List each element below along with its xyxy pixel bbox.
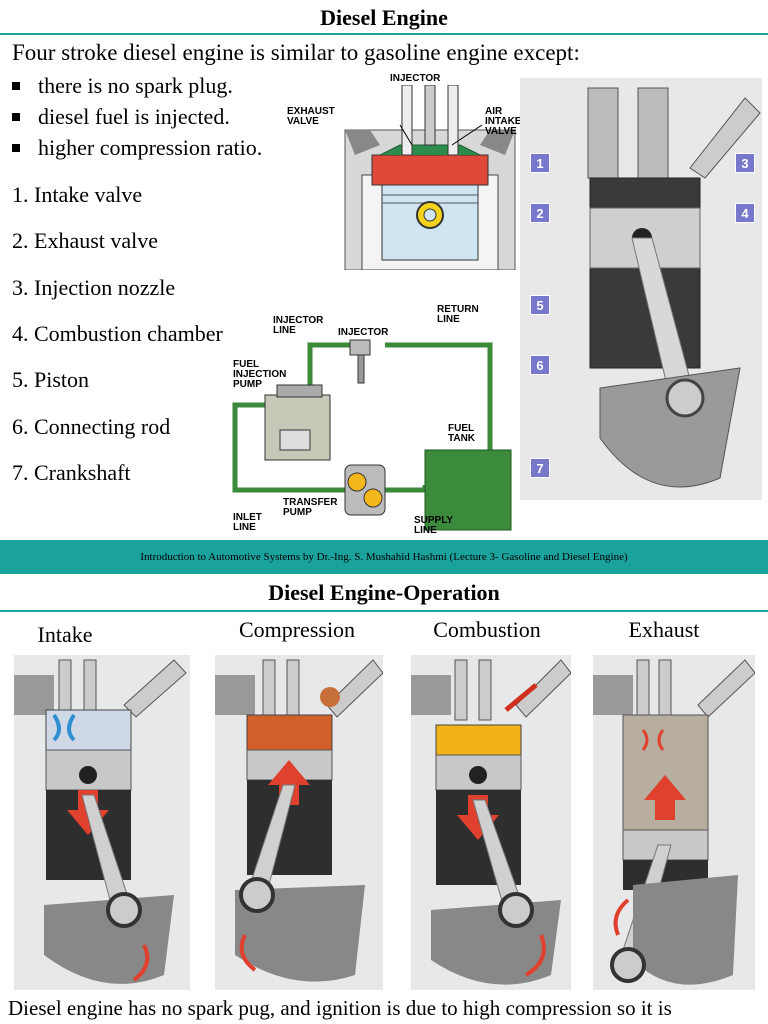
label-fuel-tank: FUEL TANK xyxy=(448,423,476,444)
footer-text: Diesel engine has no spark pug, and igni… xyxy=(8,996,672,1020)
fuel-system-diagram xyxy=(232,339,512,531)
part-item: 5. Piston xyxy=(12,367,90,393)
callout-3: 3 xyxy=(735,153,755,173)
exhaust-stroke-figure xyxy=(593,655,756,990)
stroke-label-combustion: Combustion xyxy=(433,617,541,642)
engine-cutaway-figure: 1 2 3 4 5 6 7 xyxy=(520,78,762,500)
stroke-label-intake: Intake xyxy=(37,622,93,647)
bullet-list: there is no spark plug. diesel fuel is i… xyxy=(12,70,262,163)
combustion-stroke-drawing xyxy=(411,659,572,985)
label-exhaust-valve: EXHAUST VALVE xyxy=(287,106,335,127)
bullet-item: higher compression ratio. xyxy=(12,132,262,163)
label-fuel-injection-pump: FUEL INJECTION PUMP xyxy=(233,359,287,390)
slide-title: Diesel Engine xyxy=(320,5,448,30)
parts-list: 1. Intake valve 2. Exhaust valve 3. Inje… xyxy=(12,172,223,496)
bullet-item: there is no spark plug. xyxy=(12,70,262,101)
label-return-line: RETURN LINE xyxy=(437,304,479,325)
operation-title-rule xyxy=(0,610,768,612)
callout-2: 2 xyxy=(530,203,550,223)
label-injector-top: INJECTOR xyxy=(390,73,441,84)
callout-4: 4 xyxy=(735,203,755,223)
part-item: 2. Exhaust valve xyxy=(12,228,159,254)
label-inlet-line: INLET LINE xyxy=(233,512,262,533)
part-item: 4. Combustion chamber xyxy=(12,321,223,347)
label-injector: INJECTOR xyxy=(338,327,389,338)
cylinder-head-diagram xyxy=(344,85,516,270)
bullet-square-icon xyxy=(12,112,20,121)
callout-5: 5 xyxy=(530,295,550,315)
bullet-square-icon xyxy=(12,143,20,152)
combustion-stroke-figure xyxy=(411,655,572,990)
compression-stroke-figure xyxy=(215,655,384,990)
part-item: 7. Crankshaft xyxy=(12,459,131,485)
intake-stroke-drawing xyxy=(14,659,187,984)
operation-title: Diesel Engine-Operation xyxy=(268,580,500,605)
title-rule xyxy=(0,33,768,35)
exhaust-stroke-drawing xyxy=(593,659,756,985)
callout-7: 7 xyxy=(530,458,550,478)
part-item: 3. Injection nozzle xyxy=(12,274,176,300)
compression-stroke-drawing xyxy=(215,659,384,982)
intake-stroke-figure xyxy=(14,655,190,990)
label-transfer-pump: TRANSFER PUMP xyxy=(283,497,338,518)
label-supply-line: SUPPLY LINE xyxy=(414,515,453,536)
footer-band: Introduction to Automotive Systems by Dr… xyxy=(0,540,768,574)
stroke-label-compression: Compression xyxy=(238,617,356,642)
part-item: 1. Intake valve xyxy=(12,182,143,208)
label-injector-line: INJECTOR LINE xyxy=(273,315,324,336)
intro-text: Four stroke diesel engine is similar to … xyxy=(12,40,580,65)
bullet-square-icon xyxy=(12,81,20,90)
callout-6: 6 xyxy=(530,355,550,375)
label-air-intake-valve: AIR INTAKE VALVE xyxy=(485,106,522,137)
part-item: 6. Connecting rod xyxy=(12,413,171,439)
bullet-item: diesel fuel is injected. xyxy=(12,101,262,132)
callout-1: 1 xyxy=(530,153,550,173)
engine-cutaway-drawing xyxy=(587,87,761,488)
stroke-label-exhaust: Exhaust xyxy=(628,617,700,642)
